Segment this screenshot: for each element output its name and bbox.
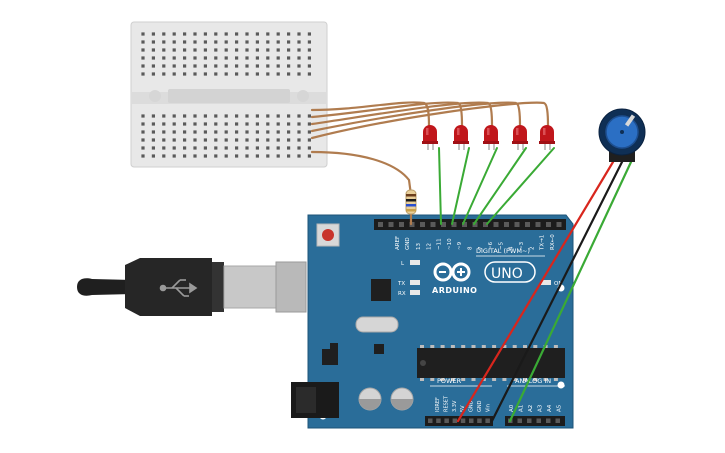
digital-pin-label: 7 xyxy=(478,246,484,250)
power-pin-label: Vin xyxy=(485,404,491,412)
capacitor-2 xyxy=(390,387,414,411)
breadboard[interactable] xyxy=(130,21,328,168)
power-pin-label: 5V xyxy=(460,405,466,412)
digital-header-pins xyxy=(378,222,562,227)
digital-pwm-label: DIGITAL (PWM~) xyxy=(476,247,530,255)
led-tx-indicator xyxy=(410,280,420,285)
red-led[interactable] xyxy=(422,125,438,150)
red-led[interactable] xyxy=(453,125,469,150)
digital-pin-label: ~9 xyxy=(457,241,463,250)
pot-red-wire xyxy=(456,160,615,423)
voltage-regulator xyxy=(322,349,338,365)
gnd-label: GND xyxy=(405,237,411,250)
brown-wires xyxy=(310,101,550,226)
analog-in-label: ANALOG IN xyxy=(515,377,551,385)
potentiometer[interactable] xyxy=(598,108,646,162)
digital-pin-label: 4 xyxy=(509,246,515,250)
digital-pin-label: ~10 xyxy=(447,238,453,250)
led-rx-indicator xyxy=(410,290,420,295)
red-led[interactable] xyxy=(512,125,528,150)
resistor[interactable] xyxy=(405,189,417,215)
digital-pin-label: TX→1 xyxy=(540,235,546,251)
reset-button[interactable] xyxy=(316,223,340,247)
digital-pin-label: 8 xyxy=(468,246,474,250)
power-jack xyxy=(291,382,339,418)
aref-label: AREF xyxy=(395,236,401,250)
digital-pin-label: 12 xyxy=(426,243,432,250)
led-row xyxy=(422,125,555,150)
analog-pin-label: A2 xyxy=(528,405,534,412)
power-pin-label: GND xyxy=(477,400,483,412)
pot-black-wire xyxy=(490,160,624,423)
small-chip xyxy=(374,344,384,354)
usb-symbol-icon xyxy=(159,279,198,297)
analog-pin-label: A0 xyxy=(509,404,515,412)
power-pin-label: GND xyxy=(469,400,475,412)
analog-pin-label: A4 xyxy=(547,404,553,412)
analog-pin-label: A5 xyxy=(557,404,563,412)
arduino-logo-icon xyxy=(433,262,471,282)
arduino-wordmark: ARDUINO xyxy=(432,286,477,295)
power-pin-label: IOREF xyxy=(435,397,441,412)
led-tx-label: TX xyxy=(397,281,405,287)
power-label: POWER xyxy=(437,377,462,385)
atmega-microcontroller xyxy=(417,348,565,378)
digital-pin-label: ~3 xyxy=(519,241,525,250)
digital-pin-label: 2 xyxy=(529,247,535,251)
crystal-oscillator xyxy=(355,316,399,333)
power-pin-label: RESET xyxy=(443,395,449,412)
led-rx-label: RX xyxy=(398,291,406,297)
digital-header xyxy=(374,219,566,230)
led-l-label: L xyxy=(401,261,405,267)
green-wires xyxy=(438,147,555,225)
digital-pin-label: ~6 xyxy=(488,241,494,250)
analog-header xyxy=(505,416,565,426)
uno-wordmark: UNO xyxy=(491,266,523,282)
wires xyxy=(310,101,633,423)
digital-pin-label: ~5 xyxy=(498,241,504,250)
analog-pin-label: A1 xyxy=(519,405,525,412)
capacitor-1 xyxy=(358,387,382,411)
red-led[interactable] xyxy=(539,125,555,150)
uno-badge xyxy=(484,261,536,283)
breadboard-holes xyxy=(141,32,311,158)
led-l-indicator xyxy=(410,260,420,265)
digital-pin-label: 13 xyxy=(416,243,422,250)
led-on-label: ON xyxy=(554,281,562,287)
pot-green-wire xyxy=(508,160,633,423)
digital-pin-label: ~11 xyxy=(437,238,443,250)
usb-chip xyxy=(371,279,391,301)
digital-pin-label: RX←0 xyxy=(550,234,556,250)
usb-cable xyxy=(77,258,307,316)
led-on-indicator xyxy=(541,280,551,285)
red-led[interactable] xyxy=(483,125,499,150)
power-pin-label: 3.3V xyxy=(452,400,458,412)
analog-pin-label: A3 xyxy=(538,404,544,412)
